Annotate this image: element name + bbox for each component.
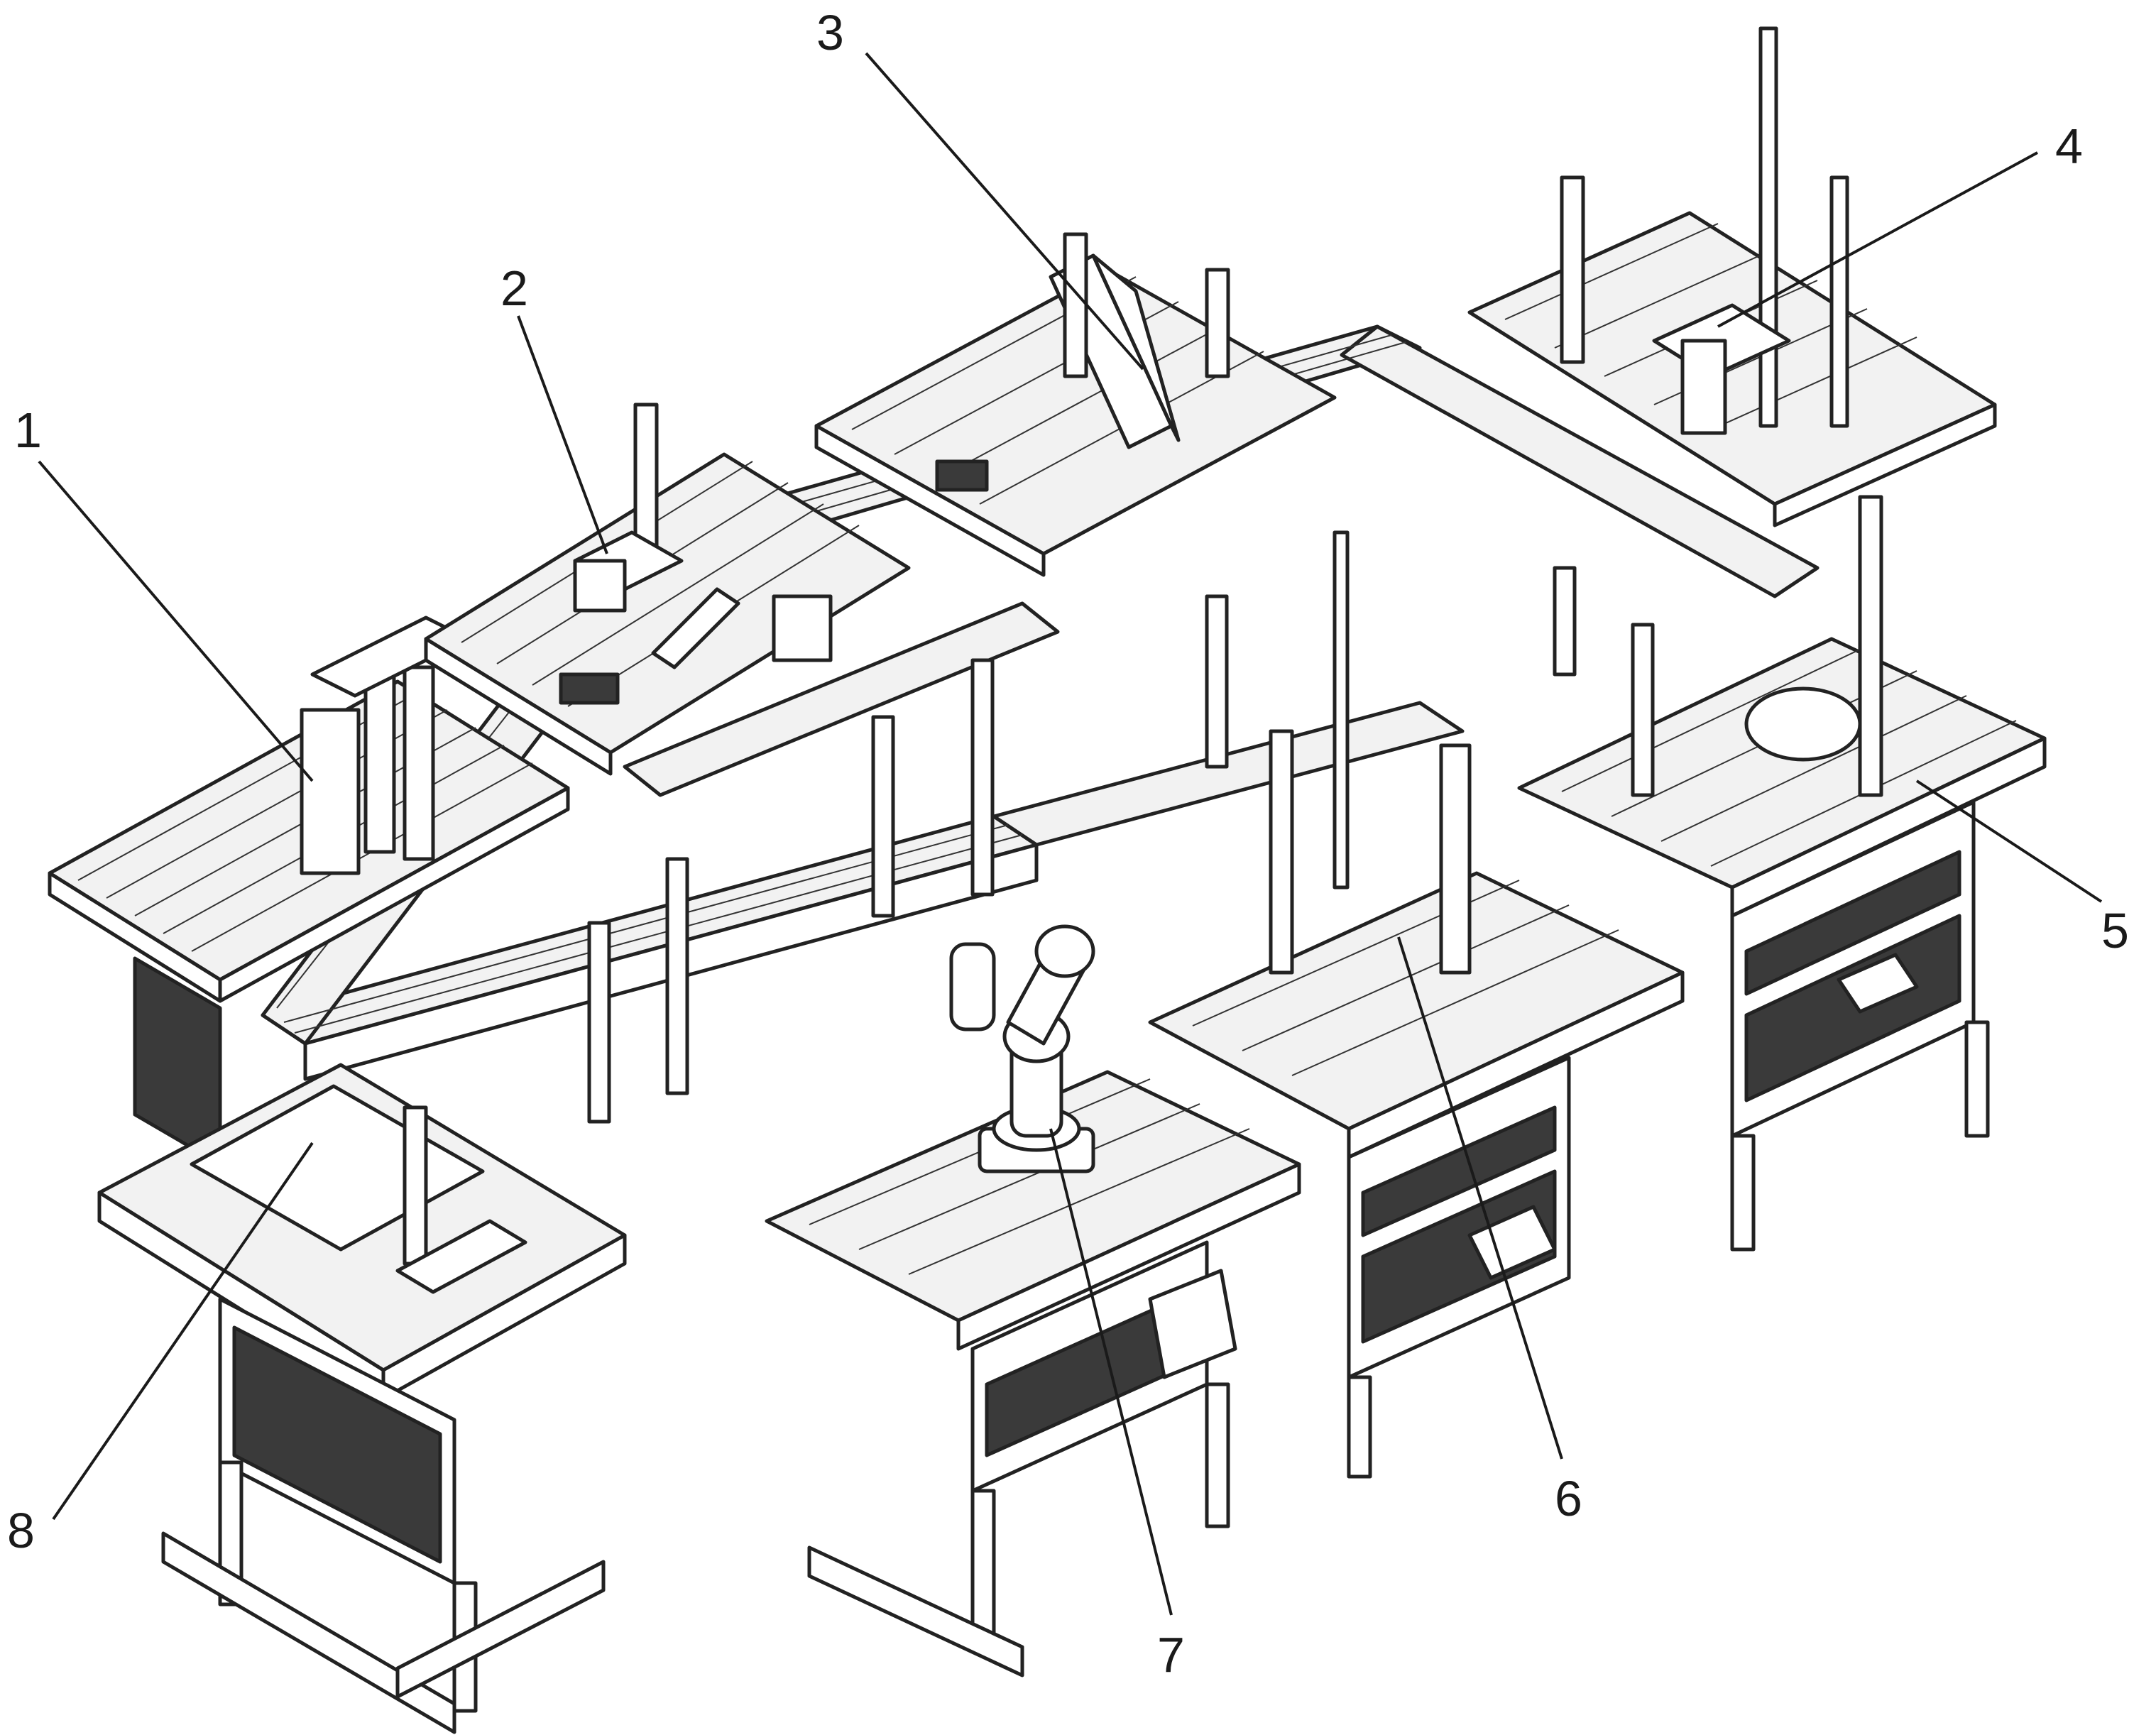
callout-8: 8 xyxy=(7,1503,35,1558)
callout-5: 5 xyxy=(2101,903,2129,958)
leader-2 xyxy=(517,315,608,554)
leader-3 xyxy=(865,52,1144,371)
leader-lines xyxy=(38,52,2103,1616)
leader-6 xyxy=(1397,936,1563,1460)
callout-4: 4 xyxy=(2055,119,2083,174)
callout-6: 6 xyxy=(1555,1471,1582,1526)
frame-legs xyxy=(587,566,1577,1124)
leader-8 xyxy=(52,1142,314,1521)
leader-5 xyxy=(1915,779,2103,903)
callout-3: 3 xyxy=(816,5,844,60)
station-4 xyxy=(1467,26,1997,527)
leader-1 xyxy=(38,460,314,782)
station-6 xyxy=(1148,530,1685,1479)
station-3 xyxy=(814,232,1337,577)
callout-labels: 1 2 3 4 5 6 7 8 xyxy=(7,5,2129,1682)
station-5 xyxy=(1517,495,2047,1252)
callout-2: 2 xyxy=(500,261,528,316)
station-1 xyxy=(48,615,570,1166)
callout-1: 1 xyxy=(14,403,42,458)
station-2 xyxy=(424,403,911,776)
station-7 xyxy=(765,924,1301,1677)
leader-4 xyxy=(1717,151,2038,328)
station-8 xyxy=(97,1063,627,1734)
leader-7 xyxy=(1049,1128,1173,1616)
callout-7: 7 xyxy=(1157,1627,1185,1682)
